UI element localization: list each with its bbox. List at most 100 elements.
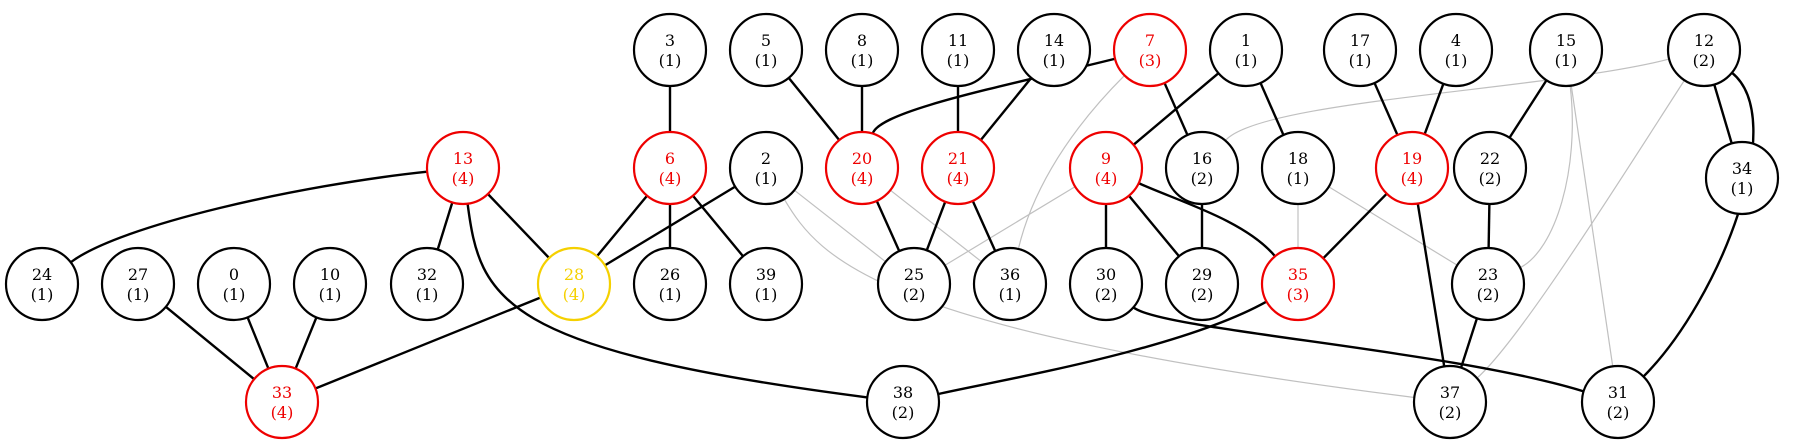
node-id-label: 32 xyxy=(417,265,437,284)
node-circle xyxy=(632,12,708,88)
node-36[interactable]: 36(1) xyxy=(972,246,1048,322)
node-count-label: (1) xyxy=(416,285,439,304)
node-count-label: (1) xyxy=(1043,51,1066,70)
node-circle xyxy=(1112,12,1188,88)
node-count-label: (2) xyxy=(1479,169,1502,188)
edge-27-33 xyxy=(165,305,255,381)
node-id-label: 25 xyxy=(904,265,924,284)
edge-6-39 xyxy=(692,194,744,258)
edge-15-31 xyxy=(1570,85,1614,367)
node-id-label: 1 xyxy=(1241,31,1251,50)
node-id-label: 15 xyxy=(1556,31,1576,50)
node-22[interactable]: 22(2) xyxy=(1452,130,1528,206)
node-id-label: 39 xyxy=(756,265,776,284)
edge-4-19 xyxy=(1423,83,1445,135)
node-circle xyxy=(728,246,804,322)
node-3[interactable]: 3(1) xyxy=(632,12,708,88)
node-12[interactable]: 12(2) xyxy=(1666,12,1742,88)
node-id-label: 7 xyxy=(1145,31,1155,50)
node-33[interactable]: 33(4) xyxy=(244,364,320,440)
node-count-label: (4) xyxy=(452,169,475,188)
edge-28-33 xyxy=(314,296,542,390)
edge-9-35 xyxy=(1138,182,1276,258)
node-count-label: (2) xyxy=(1095,285,1118,304)
node-34[interactable]: 34(1) xyxy=(1704,140,1780,216)
node-id-label: 3 xyxy=(665,31,675,50)
node-circle xyxy=(824,130,900,206)
node-26[interactable]: 26(1) xyxy=(632,246,708,322)
node-37[interactable]: 37(2) xyxy=(1412,364,1488,440)
node-id-label: 34 xyxy=(1732,159,1752,178)
node-0[interactable]: 0(1) xyxy=(196,246,272,322)
node-id-label: 8 xyxy=(857,31,867,50)
node-2[interactable]: 2(1) xyxy=(728,130,804,206)
node-4[interactable]: 4(1) xyxy=(1418,12,1494,88)
node-38[interactable]: 38(2) xyxy=(865,364,941,440)
node-id-label: 17 xyxy=(1350,31,1370,50)
node-id-label: 23 xyxy=(1478,265,1498,284)
node-19[interactable]: 19(4) xyxy=(1374,130,1450,206)
node-id-label: 0 xyxy=(229,265,239,284)
edge-9-25 xyxy=(944,186,1076,266)
node-32[interactable]: 32(1) xyxy=(389,246,465,322)
node-count-label: (1) xyxy=(1731,179,1754,198)
node-30[interactable]: 30(2) xyxy=(1068,246,1144,322)
node-count-label: (1) xyxy=(999,285,1022,304)
node-39[interactable]: 39(1) xyxy=(728,246,804,322)
node-count-label: (2) xyxy=(1693,51,1716,70)
node-id-label: 38 xyxy=(893,383,913,402)
node-6[interactable]: 6(4) xyxy=(632,130,708,206)
node-35[interactable]: 35(3) xyxy=(1260,246,1336,322)
node-id-label: 29 xyxy=(1192,265,1212,284)
node-id-label: 31 xyxy=(1608,383,1628,402)
node-circle xyxy=(4,246,80,322)
node-20[interactable]: 20(4) xyxy=(824,130,900,206)
node-28[interactable]: 28(4) xyxy=(536,246,612,322)
node-8[interactable]: 8(1) xyxy=(824,12,900,88)
node-circle xyxy=(1418,12,1494,88)
node-31[interactable]: 31(2) xyxy=(1580,364,1656,440)
node-23[interactable]: 23(2) xyxy=(1450,246,1526,322)
edge-12-37 xyxy=(1476,79,1685,379)
node-27[interactable]: 27(1) xyxy=(100,246,176,322)
node-count-label: (1) xyxy=(659,51,682,70)
node-id-label: 11 xyxy=(948,31,968,50)
node-circle xyxy=(100,246,176,322)
node-13[interactable]: 13(4) xyxy=(425,130,501,206)
node-25[interactable]: 25(2) xyxy=(876,246,952,322)
node-count-label: (2) xyxy=(892,403,915,422)
node-id-label: 33 xyxy=(272,383,292,402)
node-count-label: (1) xyxy=(947,51,970,70)
node-id-label: 28 xyxy=(564,265,584,284)
node-29[interactable]: 29(2) xyxy=(1164,246,1240,322)
node-10[interactable]: 10(1) xyxy=(292,246,368,322)
node-id-label: 37 xyxy=(1440,383,1460,402)
node-7[interactable]: 7(3) xyxy=(1112,12,1188,88)
node-circle xyxy=(1704,140,1780,216)
node-17[interactable]: 17(1) xyxy=(1322,12,1398,88)
edge-19-37 xyxy=(1416,203,1446,367)
edge-13-28 xyxy=(487,193,550,259)
node-14[interactable]: 14(1) xyxy=(1016,12,1092,88)
node-16[interactable]: 16(2) xyxy=(1164,130,1240,206)
node-18[interactable]: 18(1) xyxy=(1260,130,1336,206)
node-id-label: 13 xyxy=(453,149,473,168)
node-count-label: (4) xyxy=(563,285,586,304)
node-21[interactable]: 21(4) xyxy=(920,130,996,206)
edge-9-29 xyxy=(1128,194,1180,258)
node-count-label: (4) xyxy=(1095,169,1118,188)
node-15[interactable]: 15(1) xyxy=(1528,12,1604,88)
node-5[interactable]: 5(1) xyxy=(728,12,804,88)
node-24[interactable]: 24(1) xyxy=(4,246,80,322)
node-circle xyxy=(1322,12,1398,88)
edge-14-21 xyxy=(979,77,1033,141)
node-9[interactable]: 9(4) xyxy=(1068,130,1144,206)
node-1[interactable]: 1(1) xyxy=(1208,12,1284,88)
edge-15-23 xyxy=(1519,85,1573,269)
node-id-label: 30 xyxy=(1096,265,1116,284)
node-11[interactable]: 11(1) xyxy=(920,12,996,88)
node-count-label: (4) xyxy=(947,169,970,188)
edge-12-16 xyxy=(1224,58,1670,142)
node-id-label: 14 xyxy=(1044,31,1064,50)
